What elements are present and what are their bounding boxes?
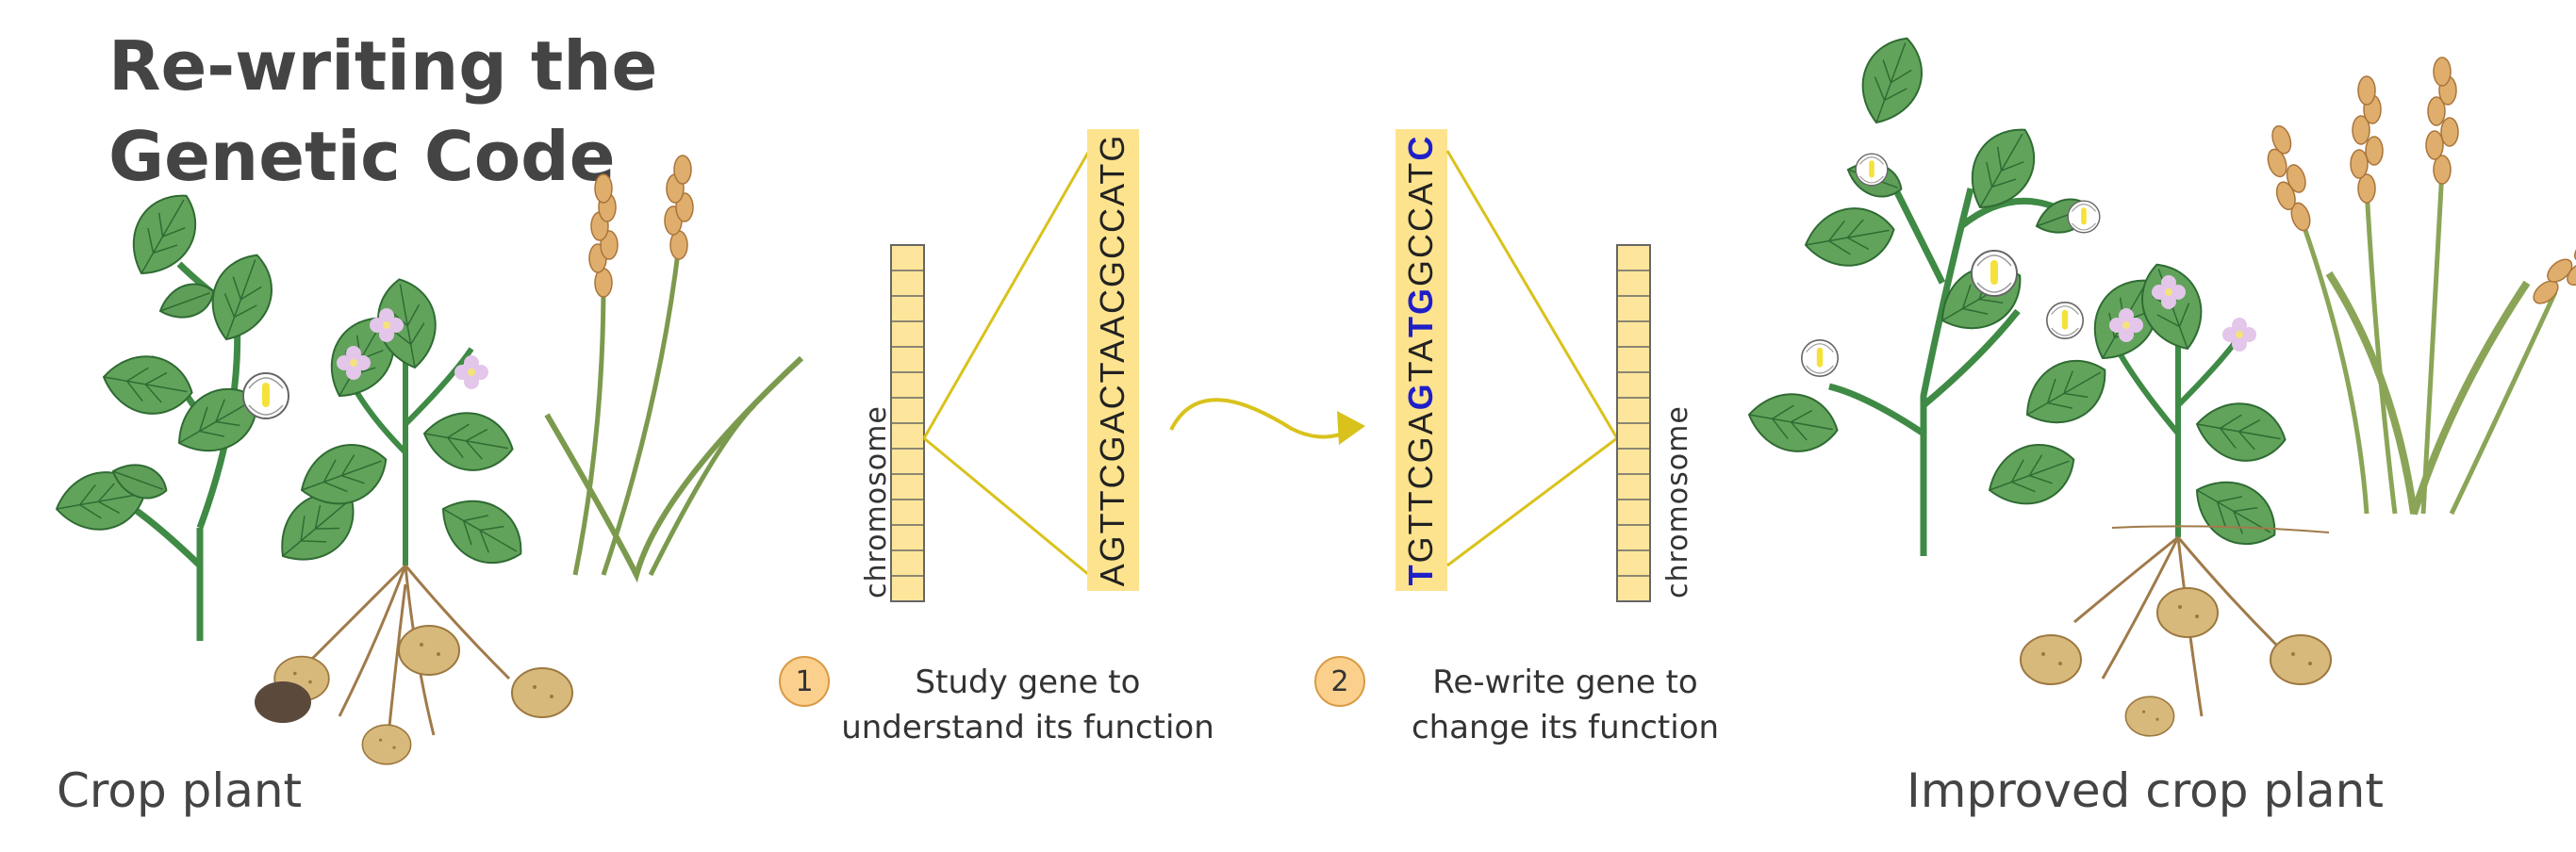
sequence-highlight-left [1087, 129, 1139, 591]
dna-sequence-original: AGTTCGACTAACGCCATG [1093, 133, 1131, 587]
arrow-curve-icon [1169, 398, 1365, 445]
step-2-text: Re-write gene to change its function [1377, 660, 1754, 750]
step-2-line-1: Re-write gene to [1432, 664, 1698, 701]
step-1-line-1: Study gene to [915, 664, 1141, 701]
seq-segment: T [1401, 563, 1440, 586]
chromosome-label-left: chromosome [860, 405, 893, 598]
potato-plant-icon [255, 273, 573, 765]
title-line-1: Re-writing the [108, 26, 658, 106]
seq-segment: TA [1401, 336, 1440, 383]
step-1-line-2: understand its function [841, 709, 1214, 746]
seq-segment: C [1401, 134, 1440, 161]
seq-segment: GCCAT [1401, 160, 1440, 287]
step-1-badge: 1 [779, 656, 830, 707]
title-line-2: Genetic Code [108, 117, 616, 196]
improved-cotton-plant-icon [1742, 27, 2101, 556]
dna-sequence-rewritten: TGTTCGAGTATGGCCATC [1399, 129, 1443, 591]
connector-lines-right [1445, 150, 1619, 567]
connector-lines-left [922, 150, 1091, 577]
step-2-badge: 2 [1314, 656, 1365, 707]
step-2-line-2: change its function [1411, 709, 1720, 746]
improved-wheat-plant-icon [2264, 57, 2576, 516]
seq-segment: GTTCGA [1401, 410, 1440, 564]
crop-plant-caption: Crop plant [57, 763, 303, 818]
chromosome-right [1616, 244, 1651, 602]
seq-segment: TG [1401, 286, 1440, 337]
chromosome-label-right: chromosome [1661, 405, 1694, 598]
cotton-plant-icon [50, 180, 289, 641]
seq-segment: G [1401, 382, 1440, 411]
improved-crop-plant-caption: Improved crop plant [1907, 763, 2384, 818]
improved-potato-plant-icon [1978, 254, 2332, 737]
step-1-text: Study gene to understand its function [830, 660, 1226, 750]
sequence-highlight-right [1395, 129, 1447, 591]
chromosome-left [890, 244, 925, 602]
wheat-plant-icon [544, 155, 804, 583]
page-title: Re-writing the Genetic Code [108, 21, 657, 202]
